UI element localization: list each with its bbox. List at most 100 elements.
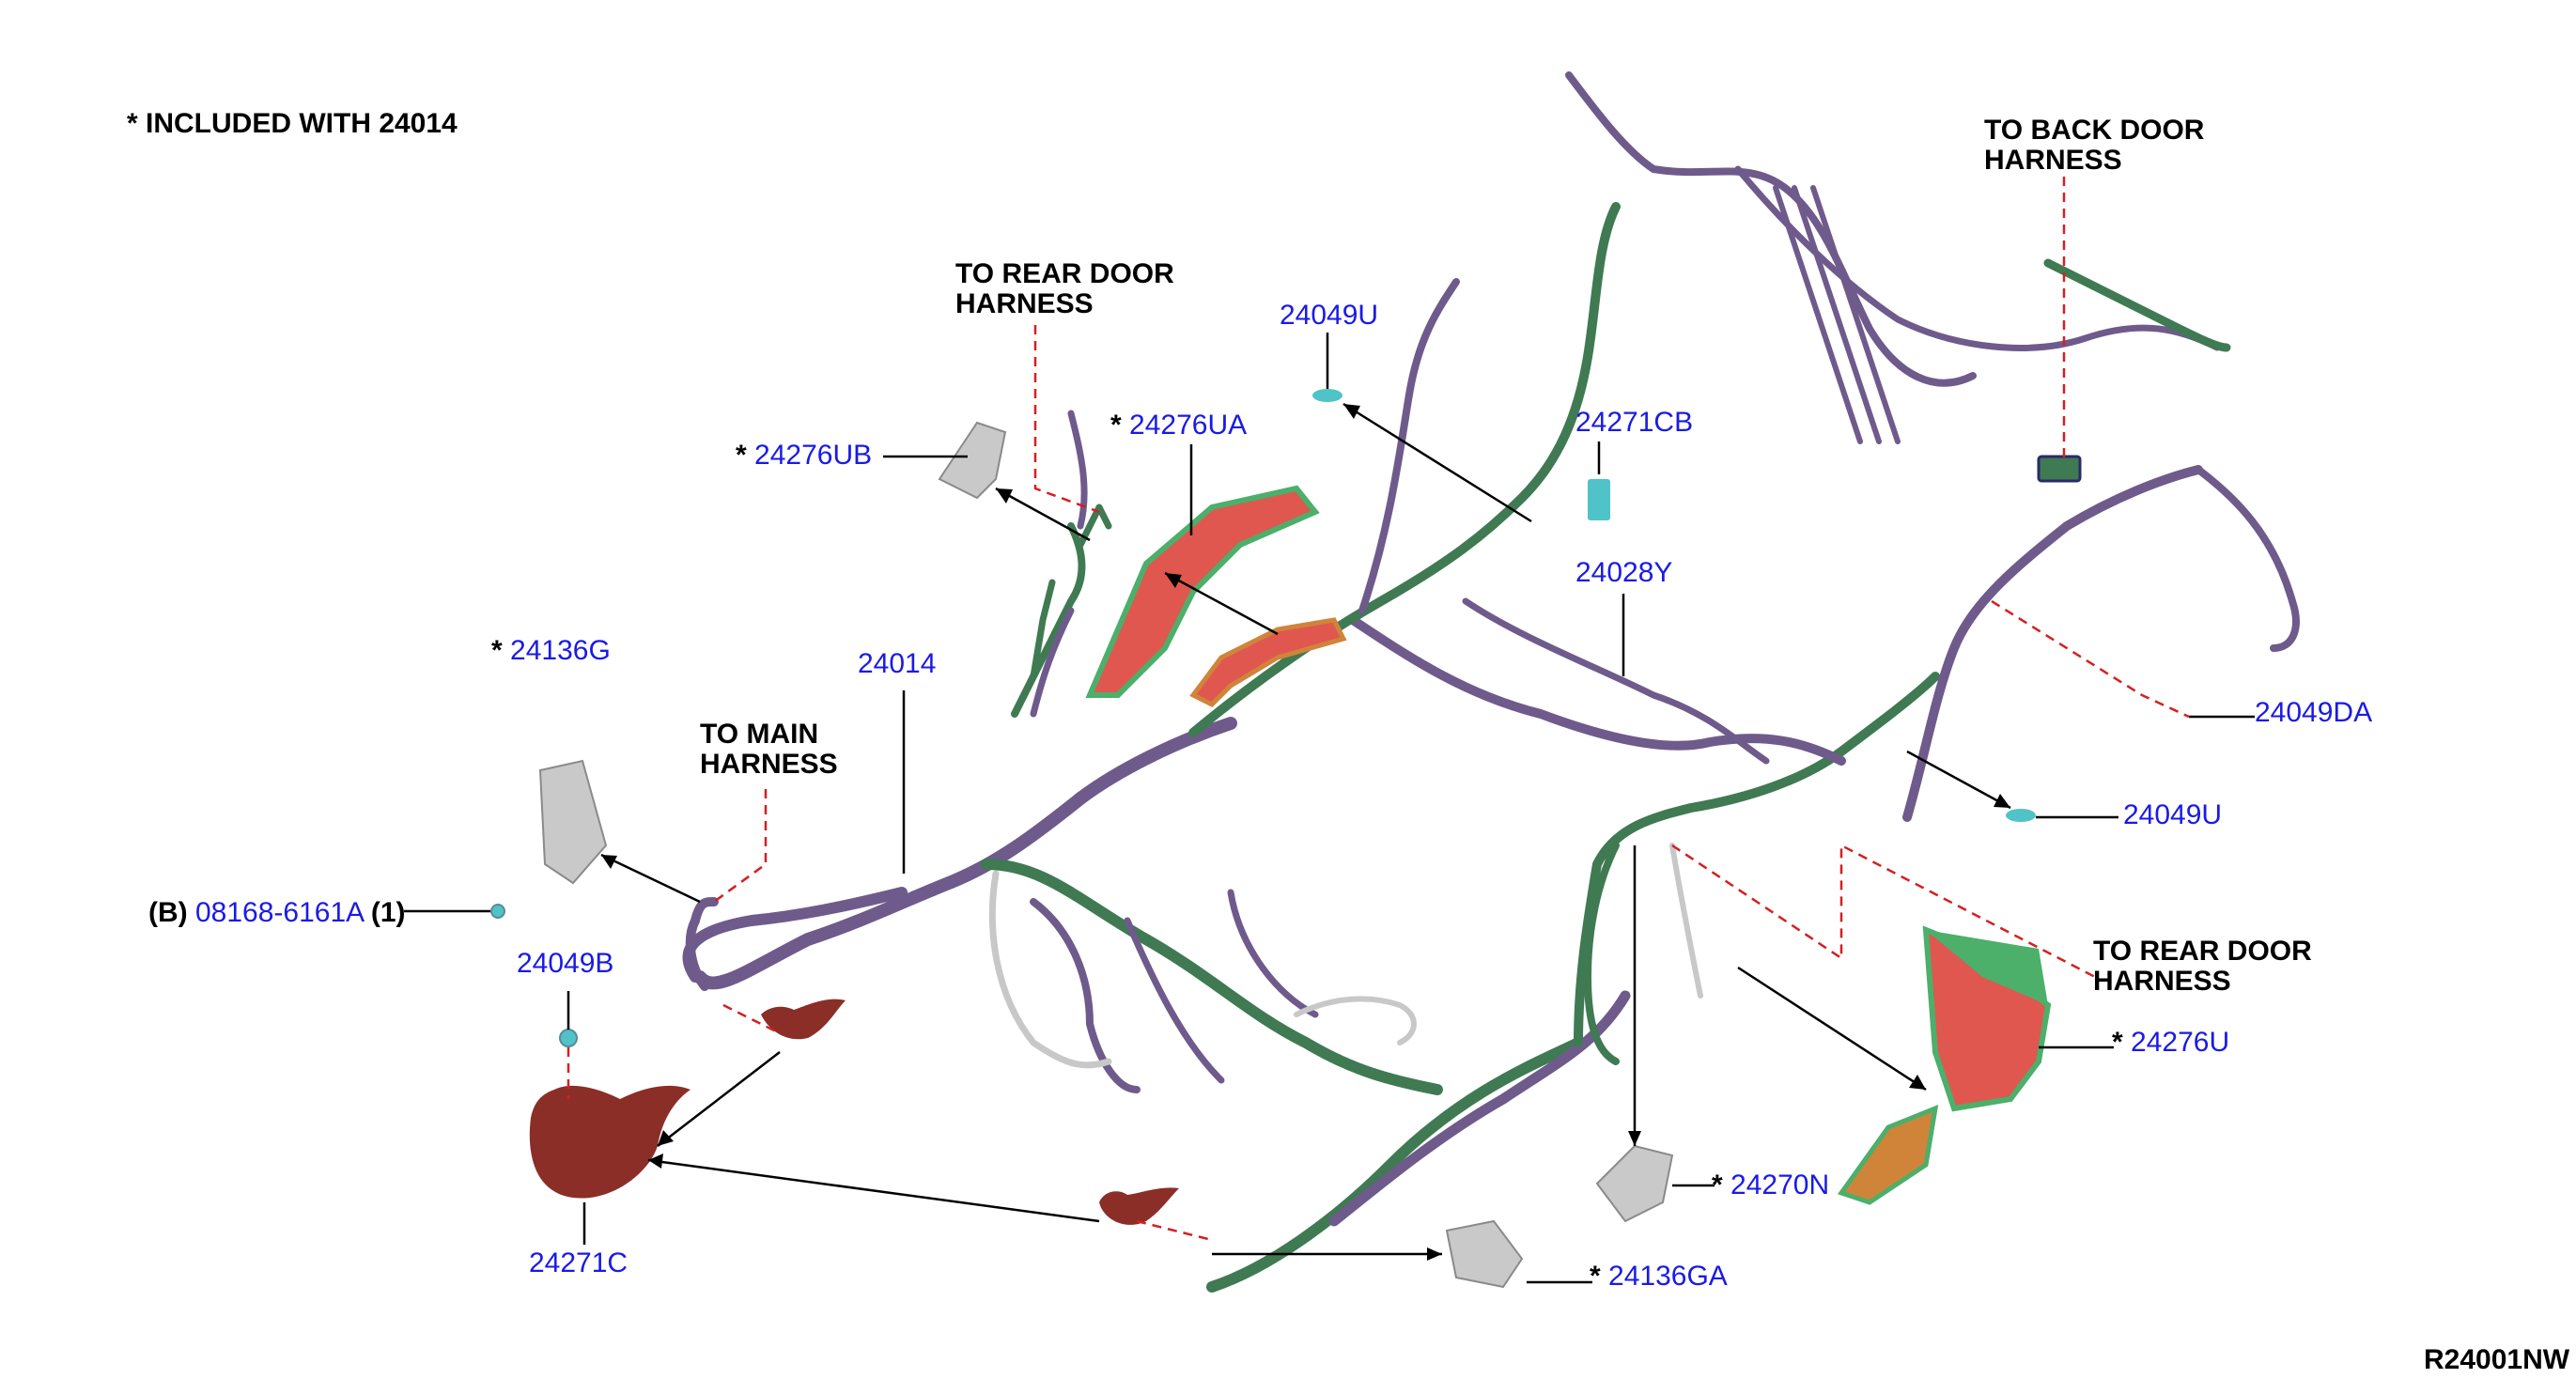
included-star: * [491,635,503,666]
harness-label-line: HARNESS [1984,145,2122,176]
harness-center-grey-loop [1294,996,1417,1046]
arrowhead-24136G [601,855,617,869]
callout-24049B[interactable]: 24049B [517,949,613,979]
protector-24276UA-shape [1085,485,1320,698]
bracket-24136G-shape [538,759,608,885]
bracket-24136G [538,759,608,885]
harness-right-riser [1574,672,1940,1047]
included-with-note: * INCLUDED WITH 24014 [127,108,458,139]
part-number[interactable]: 24049U [1280,300,1379,331]
arrowhead-24276UA [1165,573,1182,588]
dash-insulator-left [722,1003,781,1035]
part-number[interactable]: 24136G [510,635,611,666]
leader-24136G-arrow [600,853,701,904]
included-star: * [2112,1027,2123,1058]
callout-08168-6161A[interactable]: (B) 08168-6161A (1) [148,898,406,928]
harness-roof-purple [1565,71,1977,387]
diagram-code: R24001NW [2424,1344,2570,1375]
harness-left-pillar-2 [1030,410,1088,718]
grommet-24049B [559,1029,578,1047]
bracket-24276UB [938,421,1007,500]
part-number[interactable]: 24049DA [2255,697,2373,728]
callout-24271CB[interactable]: 24271CB [1575,408,1693,438]
callout-24271C[interactable]: 24271C [529,1248,628,1278]
protector-24276UA [1085,485,1347,708]
harness-roof-purple-3 [1773,185,1901,444]
harness-left-run [682,887,908,983]
insulator-24271C-large [529,1085,691,1199]
harness-label-line: TO REAR DOOR [955,258,1174,289]
harness-label-line: TO MAIN [700,719,819,750]
callout-24136GA[interactable]: * 24136GA [1590,1262,1728,1292]
arrowhead-24136GA [1427,1247,1442,1261]
harness-center-purple [1358,278,1460,614]
harness-left-end [685,897,719,991]
part-number[interactable]: 24136GA [1608,1261,1728,1292]
harness-label-line: TO REAR DOOR [2093,936,2312,967]
insulator-24271C-group [529,999,1179,1225]
part-number[interactable]: 24276UA [1129,410,1248,441]
part-number[interactable]: 24276U [2131,1027,2230,1058]
bracket-24136GA [1445,1219,1524,1289]
harness-center-cross [1462,597,1770,765]
part-number[interactable]: 24014 [858,648,937,679]
connector-back-door [2037,455,2082,483]
dash-insulator-bottom [1136,1219,1213,1242]
part-number[interactable]: 24049B [517,948,614,979]
callout-24270N[interactable]: * 24270N [1712,1170,1829,1200]
harness-main-trunk [693,717,1237,990]
bolt-08168-6161A [490,904,505,919]
harness-rear-green [2043,258,2231,352]
leader-lines [404,333,2255,1284]
leader-24271C-arrow-1 [657,1051,781,1147]
callout-24014[interactable]: 24014 [858,649,936,679]
protector-24276UA-lower [1189,617,1347,708]
dash-24049DA [1991,599,2190,719]
arrowhead-24276U [1909,1075,1926,1090]
part-number[interactable]: 24049U [2123,799,2223,830]
arrowhead-24271C-1 [658,1130,674,1146]
callout-24049U-right[interactable]: 24049U [2123,800,2222,830]
part-number[interactable]: 24276UB [754,440,873,471]
part-number[interactable]: 24270N [1730,1169,1830,1200]
harness-center-green [981,859,1443,1095]
harness-label-back-door: TO BACK DOOR HARNESS [1984,116,2204,176]
callout-24136G[interactable]: * 24136G [491,636,611,666]
part-number[interactable]: 24028Y [1575,557,1673,588]
insulator-small-1 [761,999,846,1040]
callout-24276UB[interactable]: * 24276UB [736,441,872,471]
bracket-24276UB-shape [938,421,1007,500]
harness-right-purple-riser [1902,465,2203,822]
callout-suffix: (1) [370,897,406,928]
callout-24049U-top[interactable]: 24049U [1280,301,1378,331]
dash-rear-door-bottom [1671,843,2096,979]
callout-24276UA[interactable]: * 24276UA [1110,410,1247,441]
leader-24049U-right-arrow [1906,750,2011,810]
harness-label-line: HARNESS [700,749,838,780]
callout-24028Y[interactable]: 24028Y [1575,558,1672,588]
callout-prefix: (B) [148,897,188,928]
harness-roof-purple-2 [1734,165,2221,351]
leader-24276UB-arrow [995,487,1091,542]
included-star: * [1712,1169,1723,1200]
included-star: * [1590,1261,1601,1292]
bracket-24136GA-shape [1445,1219,1524,1289]
dash-rear-door-top [1033,325,1100,514]
leader-24049U-top-arrow [1342,402,1532,523]
protector-24276U-floor [1837,1105,1939,1205]
part-number[interactable]: 24271CB [1575,407,1694,438]
protector-24276U [1837,925,2052,1205]
part-number[interactable]: 24271C [529,1247,628,1278]
harness-center-branch [1124,889,1319,1084]
included-star: * [736,440,747,471]
callout-24049DA[interactable]: 24049DA [2255,698,2372,728]
harness-front-purple [1348,615,1846,766]
callout-24276U[interactable]: * 24276U [2112,1028,2229,1058]
clip-24049U-right [2006,809,2036,822]
dashed-leader-lines [566,177,2190,1242]
included-star: * [1110,410,1122,441]
harness-left-small-pillar [1030,503,1112,680]
body-harness-24014 [682,71,2300,1293]
leader-24276U-arrow [1737,966,1927,1092]
part-number[interactable]: 08168-6161A [195,897,364,928]
